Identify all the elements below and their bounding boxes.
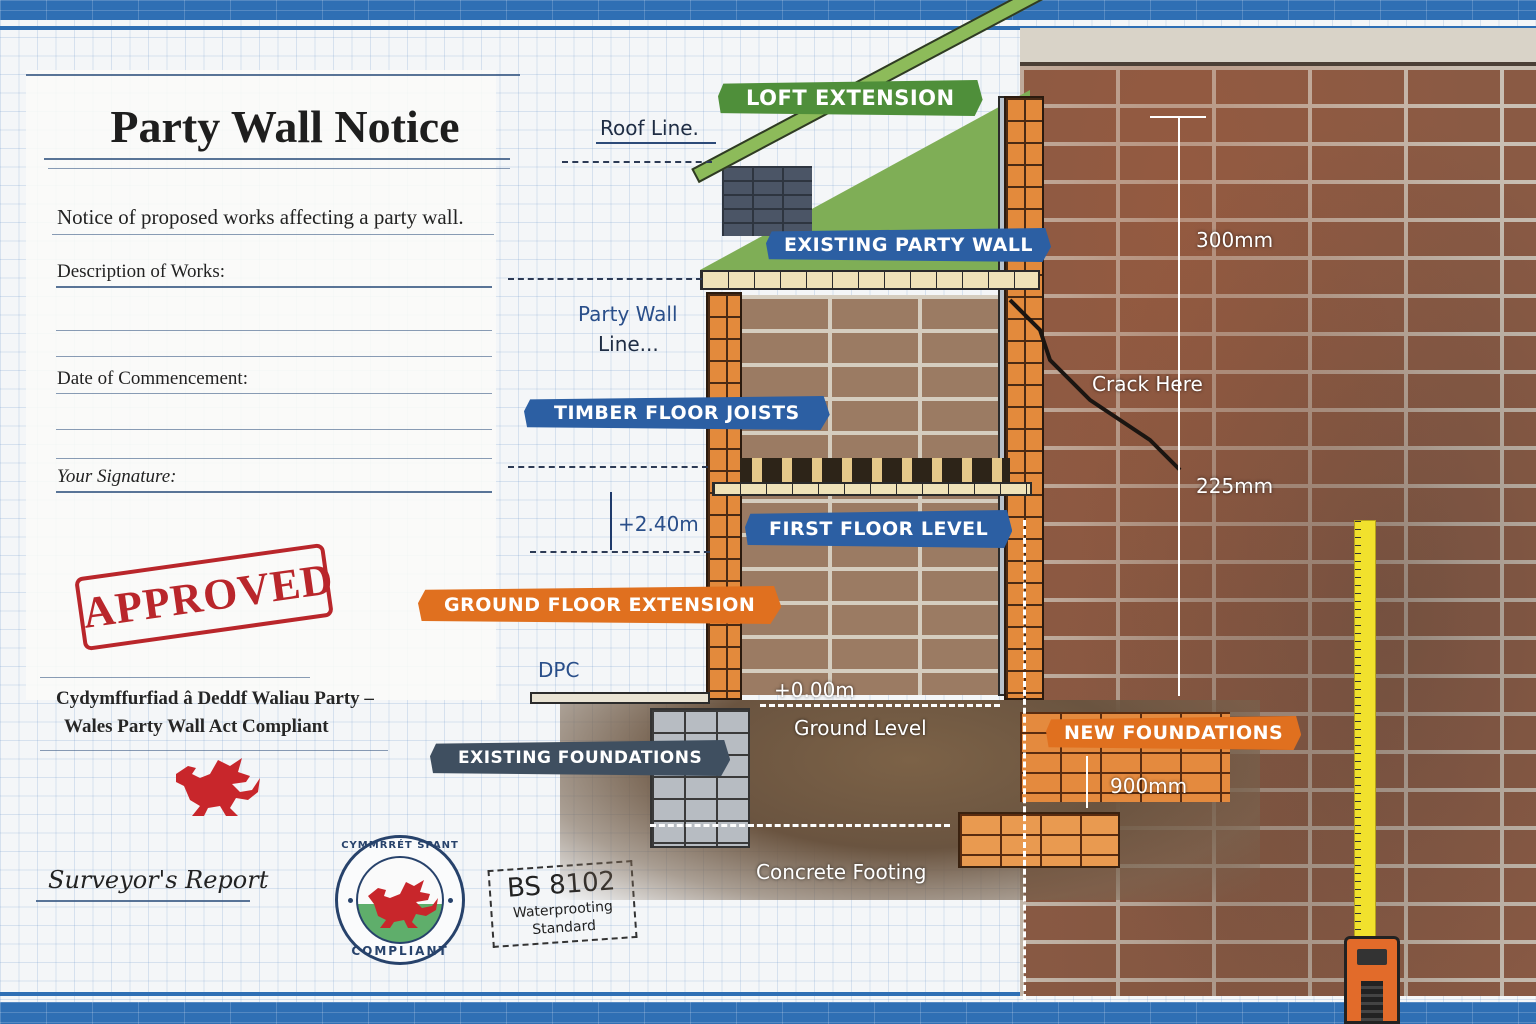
- ground-slab: [530, 692, 710, 704]
- commencement-line-3[interactable]: [56, 458, 492, 459]
- loft-floor-guide: [508, 278, 702, 280]
- slate-roof-block: [722, 166, 812, 236]
- welsh-dragon-icon: [170, 756, 266, 822]
- dimension-foundation-depth: 900mm: [1110, 774, 1188, 798]
- label-existing-foundations: EXISTING FOUNDATIONS: [430, 740, 731, 776]
- tape-measure-blade: [1354, 520, 1376, 940]
- dimension-line: [1178, 116, 1180, 696]
- description-line-3[interactable]: [56, 356, 492, 357]
- compliance-rule-top: [40, 677, 310, 678]
- seal-dot: [348, 898, 353, 903]
- first-floor-beam: [712, 482, 1032, 496]
- concrete-footing-annotation: Concrete Footing: [756, 860, 927, 884]
- dimension-lower: 225mm: [1196, 474, 1274, 498]
- intro-rule: [52, 234, 494, 235]
- description-line-2[interactable]: [56, 330, 492, 331]
- tape-grip: [1361, 981, 1383, 1021]
- label-existing-party-wall: EXISTING PARTY WALL: [766, 228, 1052, 262]
- surveyor-line[interactable]: [36, 900, 250, 902]
- tape-window: [1357, 949, 1387, 965]
- ground-level-guide: [760, 704, 1000, 707]
- roof-line-underline: [596, 142, 716, 144]
- surveyors-report-label: Surveyor's Report: [48, 866, 269, 894]
- seal-top-text: CYMMRRÉT SPANT: [341, 840, 459, 851]
- first-floor-guide: [530, 551, 710, 553]
- commencement-label: Date of Commencement:: [57, 368, 248, 389]
- title-rule-top: [26, 74, 520, 76]
- dpc-annotation: DPC: [538, 658, 580, 682]
- commencement-line[interactable]: [56, 393, 492, 394]
- title-rule-2: [48, 168, 510, 169]
- joist-guide: [508, 466, 708, 468]
- crack-here-annotation: Crack Here: [1092, 372, 1203, 396]
- label-loft-extension: LOFT EXTENSION: [718, 80, 983, 116]
- party-wall-line-annotation: Party Wall: [578, 302, 678, 326]
- commencement-line-2[interactable]: [56, 429, 492, 430]
- seal-dot: [448, 898, 453, 903]
- seal-emblem: [356, 856, 444, 944]
- title-rule-1: [44, 158, 510, 160]
- existing-foundation-blocks: [650, 708, 750, 848]
- label-ground-floor-extension: GROUND FLOOR EXTENSION: [418, 586, 782, 624]
- top-blueprint-band: [0, 0, 1536, 20]
- wall-coping: [1020, 28, 1536, 66]
- welsh-compliance-text: Cydymffurfiad â Deddf Waliau Party –: [56, 688, 374, 709]
- timber-floor-joists: [740, 458, 1010, 482]
- dimension-upper: 300mm: [1196, 228, 1274, 252]
- description-label: Description of Works:: [57, 261, 226, 282]
- bottom-border-line: [0, 992, 1536, 996]
- dimension-tick-top: [1150, 116, 1206, 118]
- loft-floor-beam: [700, 270, 1040, 290]
- cymru-compliant-seal: CYMMRRÉT SPANT COMPLIANT: [335, 835, 465, 965]
- notice-form-panel: [26, 70, 496, 700]
- label-first-floor-level: FIRST FLOOR LEVEL: [745, 510, 1013, 548]
- english-compliance-text: Wales Party Wall Act Compliant: [64, 716, 329, 737]
- page-title: Party Wall Notice: [110, 101, 460, 152]
- signature-label: Your Signature:: [57, 466, 177, 487]
- ground-datum-annotation: +0.00m: [774, 678, 855, 702]
- signature-line[interactable]: [56, 491, 492, 493]
- foundation-depth-arrow: [1086, 756, 1088, 808]
- height-arrow: [610, 492, 612, 550]
- concrete-footing-block: [958, 812, 1120, 868]
- description-line[interactable]: [56, 286, 492, 288]
- compliance-rule-bottom: [40, 750, 388, 751]
- notice-intro: Notice of proposed works affecting a par…: [57, 205, 464, 229]
- label-new-foundations: NEW FOUNDATIONS: [1046, 716, 1302, 750]
- party-wall-centreline: [1023, 520, 1026, 1000]
- bottom-blueprint-band: [0, 1002, 1536, 1024]
- welsh-dragon-icon: [368, 880, 438, 928]
- tape-measure-icon: [1344, 936, 1400, 1024]
- top-border-line: [0, 26, 1536, 30]
- label-timber-floor-joists: TIMBER FLOOR JOISTS: [524, 396, 830, 430]
- roof-line-guide: [562, 161, 712, 163]
- left-brick-pillar: [706, 292, 742, 700]
- footing-guide: [650, 824, 950, 827]
- roof-line-annotation: Roof Line.: [600, 116, 699, 140]
- ground-level-annotation: Ground Level: [794, 716, 927, 740]
- party-wall-line-annotation-2: Line...: [598, 332, 659, 356]
- height-annotation: +2.40m: [618, 512, 699, 536]
- wall-crack-icon: [1008, 298, 1182, 472]
- seal-bottom-text: COMPLIANT: [351, 944, 449, 958]
